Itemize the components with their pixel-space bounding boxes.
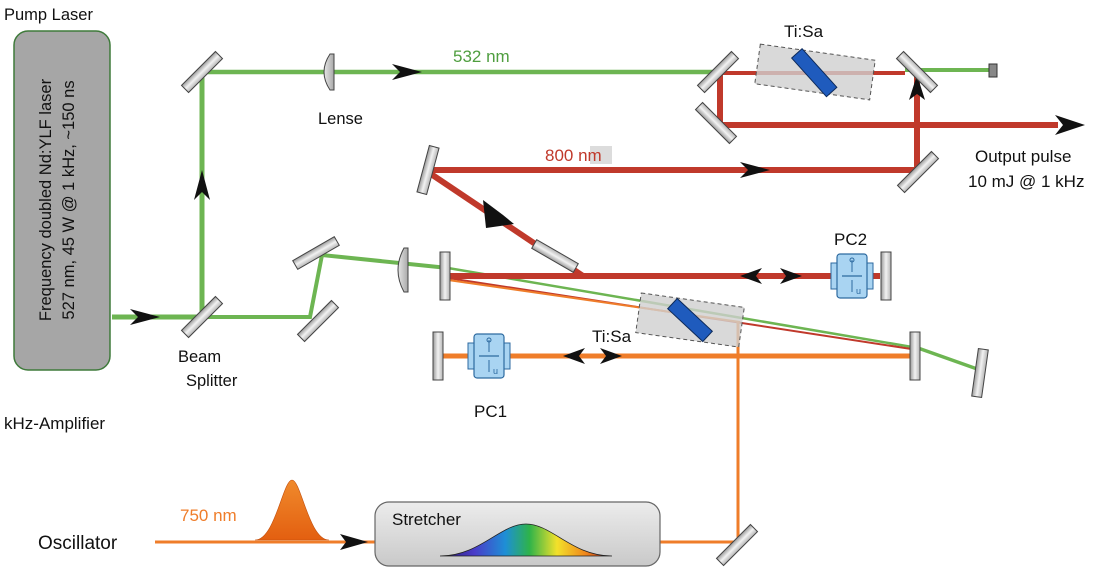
oscillator-pulse [254, 479, 330, 541]
arrow-icon [1055, 115, 1085, 135]
arrow-icon [130, 309, 160, 325]
tisa-top-label: Ti:Sa [784, 22, 824, 41]
mirror [715, 523, 759, 567]
pump-laser-title: Pump Laser [4, 6, 93, 24]
lens [323, 53, 335, 91]
arrow-icon [740, 268, 762, 284]
pc2-label: PC2 [834, 230, 867, 249]
output-energy-label: 10 mJ @ 1 kHz [968, 172, 1084, 191]
stretcher-label: Stretcher [392, 510, 461, 529]
end-mirror [909, 331, 921, 381]
pc-glyph: u [856, 286, 861, 296]
beam-arrows [130, 64, 1085, 550]
pump-laser-box [13, 30, 111, 371]
end-mirror [432, 331, 444, 381]
mirror [180, 50, 224, 94]
arrow-icon [563, 348, 585, 364]
laser-spec-line2: 527 nm, 45 W @ 1 kHz, ~150 ns [60, 80, 78, 319]
arrow-icon [909, 75, 925, 100]
mirror [296, 299, 340, 343]
orange-beams [155, 279, 918, 545]
wavelength-532-label: 532 nm [453, 47, 510, 66]
mirror [895, 50, 939, 94]
mirror [292, 235, 340, 271]
tisa-crystal-mid [635, 292, 745, 348]
pockels-cell-pc2: u [830, 253, 874, 299]
output-pulse-label: Output pulse [975, 147, 1071, 166]
arrow-icon [600, 348, 622, 364]
tisa-mid-label: Ti:Sa [592, 327, 632, 346]
mirror [896, 150, 940, 194]
wavelength-750-label: 750 nm [180, 506, 237, 525]
arrow-icon [392, 64, 422, 80]
mirror [696, 50, 740, 94]
tisa-crystal-top [754, 43, 876, 101]
laser-spec-line1: Frequency doubled Nd:YLF laser [37, 78, 55, 321]
mirror [694, 101, 738, 145]
beam-splitter [180, 295, 224, 339]
pc-glyph: u [493, 366, 498, 376]
end-mirror [439, 251, 451, 301]
amplifier-title: kHz-Amplifier [4, 414, 105, 433]
arrow-icon [780, 268, 802, 284]
stretcher-spectrum [439, 523, 613, 557]
green-pump-beams [112, 68, 990, 372]
oscillator-label: Oscillator [38, 533, 118, 554]
beam-dump [988, 63, 998, 78]
end-mirror [880, 251, 892, 301]
beam-splitter-label-1: Beam [178, 348, 221, 366]
mirrors [180, 50, 989, 567]
beam-splitter-label-2: Splitter [186, 372, 238, 390]
mirror [531, 238, 579, 274]
arrow-icon [740, 162, 770, 178]
lense-label: Lense [318, 110, 363, 128]
mirror [971, 347, 989, 399]
arrow-icon [340, 534, 368, 550]
pc1-label: PC1 [474, 402, 507, 421]
arrow-icon [483, 200, 514, 228]
arrow-icon [194, 170, 210, 200]
mirror [416, 144, 440, 196]
pockels-cell-pc1: u [467, 333, 511, 379]
wavelength-800-label: 800 nm [545, 146, 602, 165]
wavelength-800-highlight [590, 146, 612, 164]
lens [397, 247, 409, 293]
